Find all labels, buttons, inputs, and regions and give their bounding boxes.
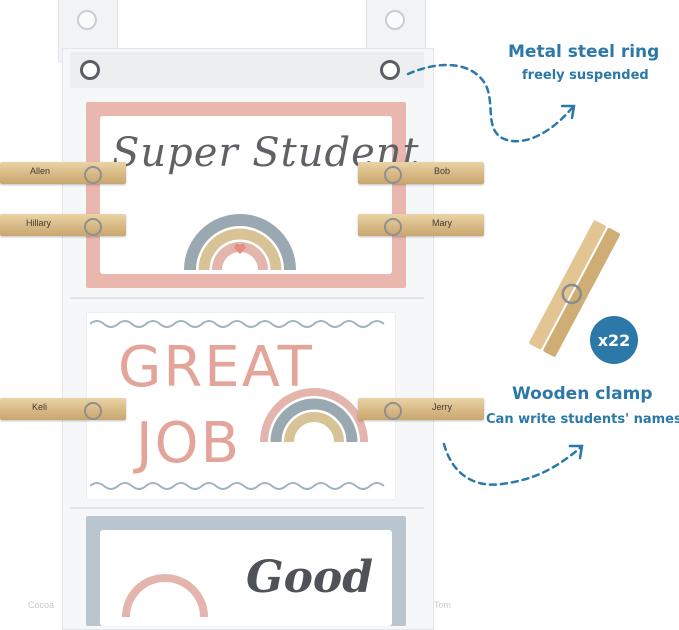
suction-hook-icon: [77, 10, 97, 30]
clothespin-mary[interactable]: Mary: [358, 212, 484, 240]
clothespin-tom-label: Tom: [434, 600, 452, 610]
clothespin-keli[interactable]: Keli: [0, 396, 126, 424]
wavy-border-top: [90, 320, 385, 328]
clothespin-jerry[interactable]: Jerry: [358, 396, 484, 424]
card-title-good: Good: [246, 552, 374, 603]
rainbow-icon: [260, 388, 368, 443]
card-title-great: GREAT: [118, 335, 314, 400]
metal-ring-icon[interactable]: [380, 60, 400, 80]
clamp-count-badge: x22: [590, 316, 638, 364]
ring-callout-subtitle: freely suspended: [522, 68, 649, 83]
suction-hook-icon: [385, 10, 405, 30]
clothespin-bob[interactable]: Bob: [358, 160, 484, 188]
clamp-callout-subtitle: Can write students' names: [486, 412, 679, 427]
metal-ring-icon[interactable]: [80, 60, 100, 80]
dashed-arrow-icon: [406, 63, 576, 143]
header-strip: [70, 52, 424, 88]
clothespin-cocoa-label: Cocoa: [28, 600, 55, 610]
clothespin-hillary[interactable]: Hillary: [0, 212, 126, 240]
rainbow-icon: [184, 214, 296, 271]
card-title-job: JOB: [136, 411, 242, 476]
clothespin-allen[interactable]: Allen: [0, 160, 126, 188]
clothespin-icon: [529, 220, 620, 357]
pocket-divider: [70, 297, 424, 299]
clamp-callout-title: Wooden clamp: [512, 384, 653, 404]
dashed-arrow-icon: [442, 442, 584, 486]
pocket-divider: [70, 507, 424, 509]
rainbow-icon: [122, 574, 208, 617]
ring-callout-title: Metal steel ring: [508, 42, 660, 62]
wavy-border-bottom: [90, 482, 385, 490]
heart-icon: [234, 243, 246, 254]
